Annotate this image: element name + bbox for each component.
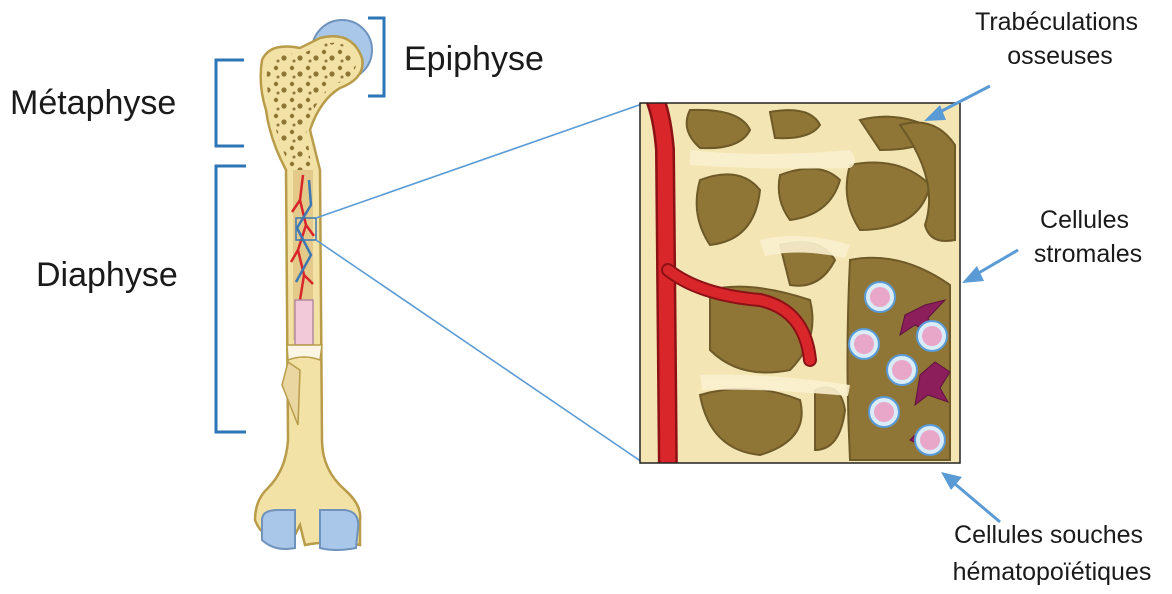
stem-cell (917, 321, 947, 351)
zoom-lines (316, 104, 642, 462)
metaphyse-bracket (216, 60, 244, 146)
cut-section (287, 345, 322, 360)
condyle-left (262, 510, 295, 549)
metaphyse-label: Métaphyse (10, 84, 176, 122)
stromales-arrow (962, 250, 1018, 283)
diaphyse-label: Diaphyse (36, 256, 178, 294)
stem-cell (915, 425, 945, 455)
stromales-label: Cellules stromales (1034, 206, 1142, 268)
femur-bone-icon (255, 20, 372, 550)
trabeculations-line2: osseuses (1007, 42, 1113, 70)
epiphyse-label: Epiphyse (404, 40, 544, 78)
trabeculations-label: Trabéculations osseuses (975, 8, 1145, 70)
stem-cell (887, 355, 917, 385)
souches-label: Cellules souches hématopoïétiques (953, 521, 1152, 586)
stem-cell (849, 329, 879, 359)
condyle-right (320, 510, 358, 550)
diaphyse-bracket (216, 166, 246, 432)
trabeculations-line1: Trabéculations (975, 8, 1138, 36)
stem-cell (869, 397, 899, 427)
souches-line2: hématopoïétiques (953, 558, 1152, 586)
souches-line1: Cellules souches (954, 521, 1143, 549)
marrow-tube (295, 300, 313, 345)
souches-arrow (941, 472, 1000, 522)
bone-marrow-zoom-panel (640, 80, 960, 480)
stromales-line2: stromales (1034, 240, 1142, 268)
stromales-line1: Cellules (1040, 206, 1129, 234)
stem-cell (865, 282, 895, 312)
